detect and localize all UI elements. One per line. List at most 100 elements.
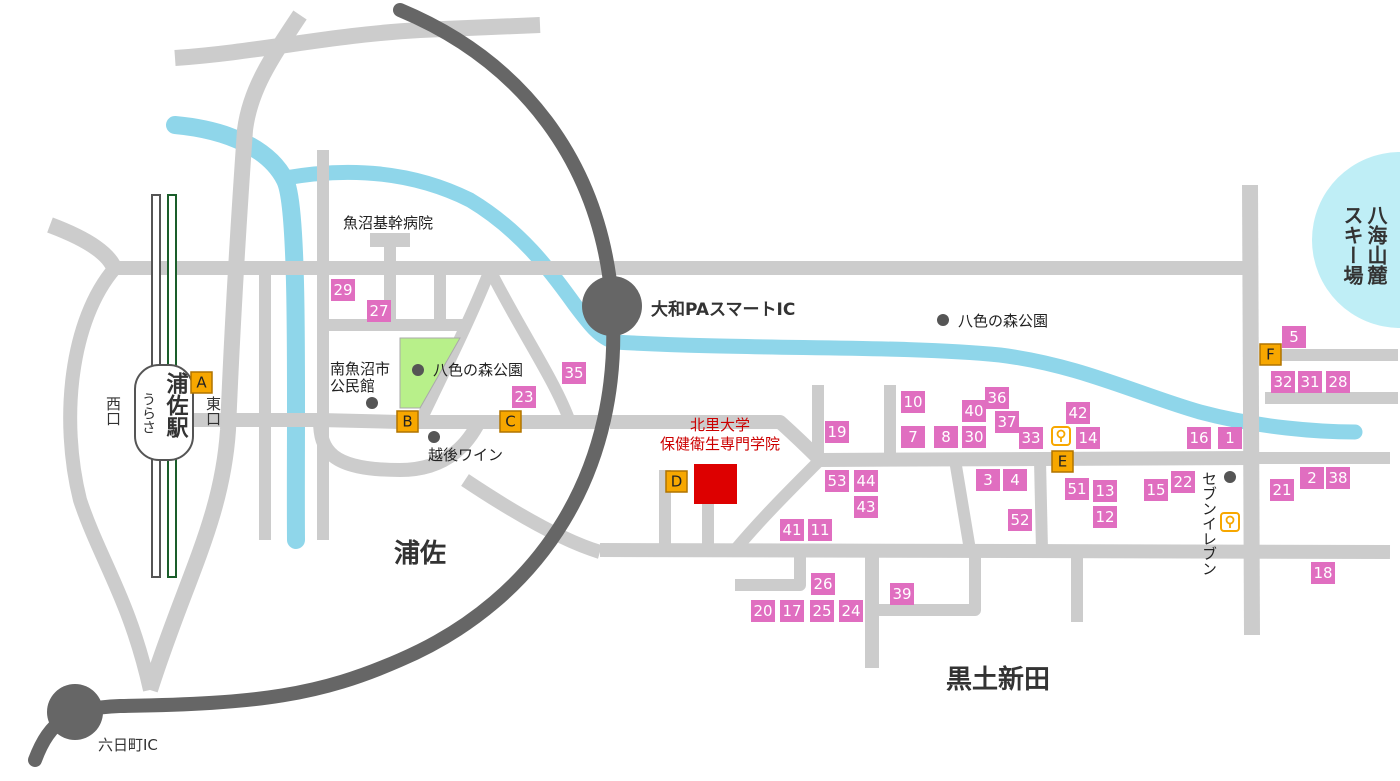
marker-51: 51 xyxy=(1065,478,1089,500)
marker-3-label: 3 xyxy=(983,471,993,489)
marker-26-box xyxy=(811,573,835,595)
marker-10-label: 10 xyxy=(903,393,922,411)
school-name-line1: 北里大学 xyxy=(690,416,750,434)
marker-16: 16 xyxy=(1187,427,1211,449)
marker-31-label: 31 xyxy=(1300,373,1319,391)
marker-13: 13 xyxy=(1093,480,1117,502)
marker-38-box xyxy=(1326,467,1350,489)
marker-20: 20 xyxy=(751,600,775,622)
marker-c-label: C xyxy=(505,413,515,431)
yamato-ic-label: 大和PAスマートIC xyxy=(651,299,795,320)
marker-42: 42 xyxy=(1066,402,1090,424)
marker-20-box xyxy=(751,600,775,622)
marker-21: 21 xyxy=(1270,479,1294,501)
marker-4-label: 4 xyxy=(1010,471,1020,489)
marker-41: 41 xyxy=(780,519,804,541)
marker-29-box xyxy=(331,279,355,301)
marker-30-label: 30 xyxy=(964,428,983,446)
marker-27: 27 xyxy=(367,300,391,322)
marker-8-label: 8 xyxy=(941,428,951,446)
marker-24: 24 xyxy=(839,600,863,622)
marker-23-box xyxy=(512,386,536,408)
marker-e-box xyxy=(1051,450,1074,473)
west-exit-label: 西口 xyxy=(104,396,122,426)
marker-32-label: 32 xyxy=(1273,373,1292,391)
marker-30-box xyxy=(962,426,986,448)
marker-38-label: 38 xyxy=(1328,469,1347,487)
marker-15: 15 xyxy=(1144,479,1168,501)
marker-1-label: 1 xyxy=(1225,429,1235,447)
marker-37-box xyxy=(995,411,1019,433)
marker-29-label: 29 xyxy=(333,281,352,299)
marker-22-label: 22 xyxy=(1173,473,1192,491)
community-center-label-2: 公民館 xyxy=(330,377,375,395)
urasa-station: 浦佐駅 うらさ 西口 東口 xyxy=(104,364,222,461)
marker-37-label: 37 xyxy=(997,413,1016,431)
marker-53-label: 53 xyxy=(827,472,846,490)
marker-13-label: 13 xyxy=(1095,482,1114,500)
kurotoshinden-area-label: 黒土新田 xyxy=(946,664,1050,695)
marker-3: 3 xyxy=(976,469,1000,491)
marker-36: 36 xyxy=(985,387,1009,409)
marker-17-label: 17 xyxy=(782,602,801,620)
marker-18-box xyxy=(1311,562,1335,584)
marker-12-label: 12 xyxy=(1095,508,1114,526)
marker-39: 39 xyxy=(890,583,914,605)
marker-14-box xyxy=(1076,427,1100,449)
station-reading: うらさ xyxy=(140,392,156,434)
marker-18-label: 18 xyxy=(1313,564,1332,582)
marker-33-label: 33 xyxy=(1021,429,1040,447)
marker-42-label: 42 xyxy=(1068,404,1087,422)
marker-17: 17 xyxy=(780,600,804,622)
seven-eleven-label: セブンイレブン xyxy=(1200,471,1218,576)
marker-23: 23 xyxy=(512,386,536,408)
marker-d: D xyxy=(665,470,688,493)
marker-5-label: 5 xyxy=(1289,328,1299,346)
marker-53-box xyxy=(825,470,849,492)
marker-41-box xyxy=(780,519,804,541)
marker-a-label: A xyxy=(196,374,207,392)
marker-13-box xyxy=(1093,480,1117,502)
marker-19-box xyxy=(825,421,849,443)
marker-52-box xyxy=(1008,509,1032,531)
marker-b-label: B xyxy=(402,413,412,431)
marker-31-box xyxy=(1298,371,1322,393)
marker-21-box xyxy=(1270,479,1294,501)
marker-15-box xyxy=(1144,479,1168,501)
park-right-dot xyxy=(937,314,949,326)
east-exit-label: 東口 xyxy=(204,396,222,426)
marker-20-label: 20 xyxy=(753,602,772,620)
marker-51-label: 51 xyxy=(1067,480,1086,498)
roads xyxy=(47,10,1398,693)
school-building xyxy=(694,464,737,504)
map-pin-icon xyxy=(1051,426,1071,446)
marker-f-label: F xyxy=(1266,346,1275,364)
muikamachi-ic-marker xyxy=(47,684,103,740)
marker-52-label: 52 xyxy=(1010,511,1029,529)
marker-f: F xyxy=(1259,343,1282,366)
school-name-line2: 保健衛生専門学院 xyxy=(660,435,780,453)
yamato-ic-marker xyxy=(582,276,642,336)
marker-b: B xyxy=(396,410,419,433)
marker-29: 29 xyxy=(331,279,355,301)
marker-41-label: 41 xyxy=(782,521,801,539)
marker-5-box xyxy=(1282,326,1306,348)
marker-c-box xyxy=(499,410,522,433)
marker-44-label: 44 xyxy=(856,472,875,490)
winery-label: 越後ワイン xyxy=(428,446,503,464)
marker-f-box xyxy=(1259,343,1282,366)
marker-14: 14 xyxy=(1076,427,1100,449)
park-left-dot xyxy=(412,364,424,376)
expressway xyxy=(28,3,621,767)
marker-22: 22 xyxy=(1171,471,1195,493)
marker-33: 33 xyxy=(1019,427,1043,449)
marker-44-box xyxy=(854,470,878,492)
marker-16-label: 16 xyxy=(1189,429,1208,447)
marker-12-box xyxy=(1093,506,1117,528)
marker-31: 31 xyxy=(1298,371,1322,393)
marker-1: 1 xyxy=(1218,427,1242,449)
park-left-label: 八色の森公園 xyxy=(433,361,523,379)
marker-10-box xyxy=(901,391,925,413)
winery-dot xyxy=(428,431,440,443)
